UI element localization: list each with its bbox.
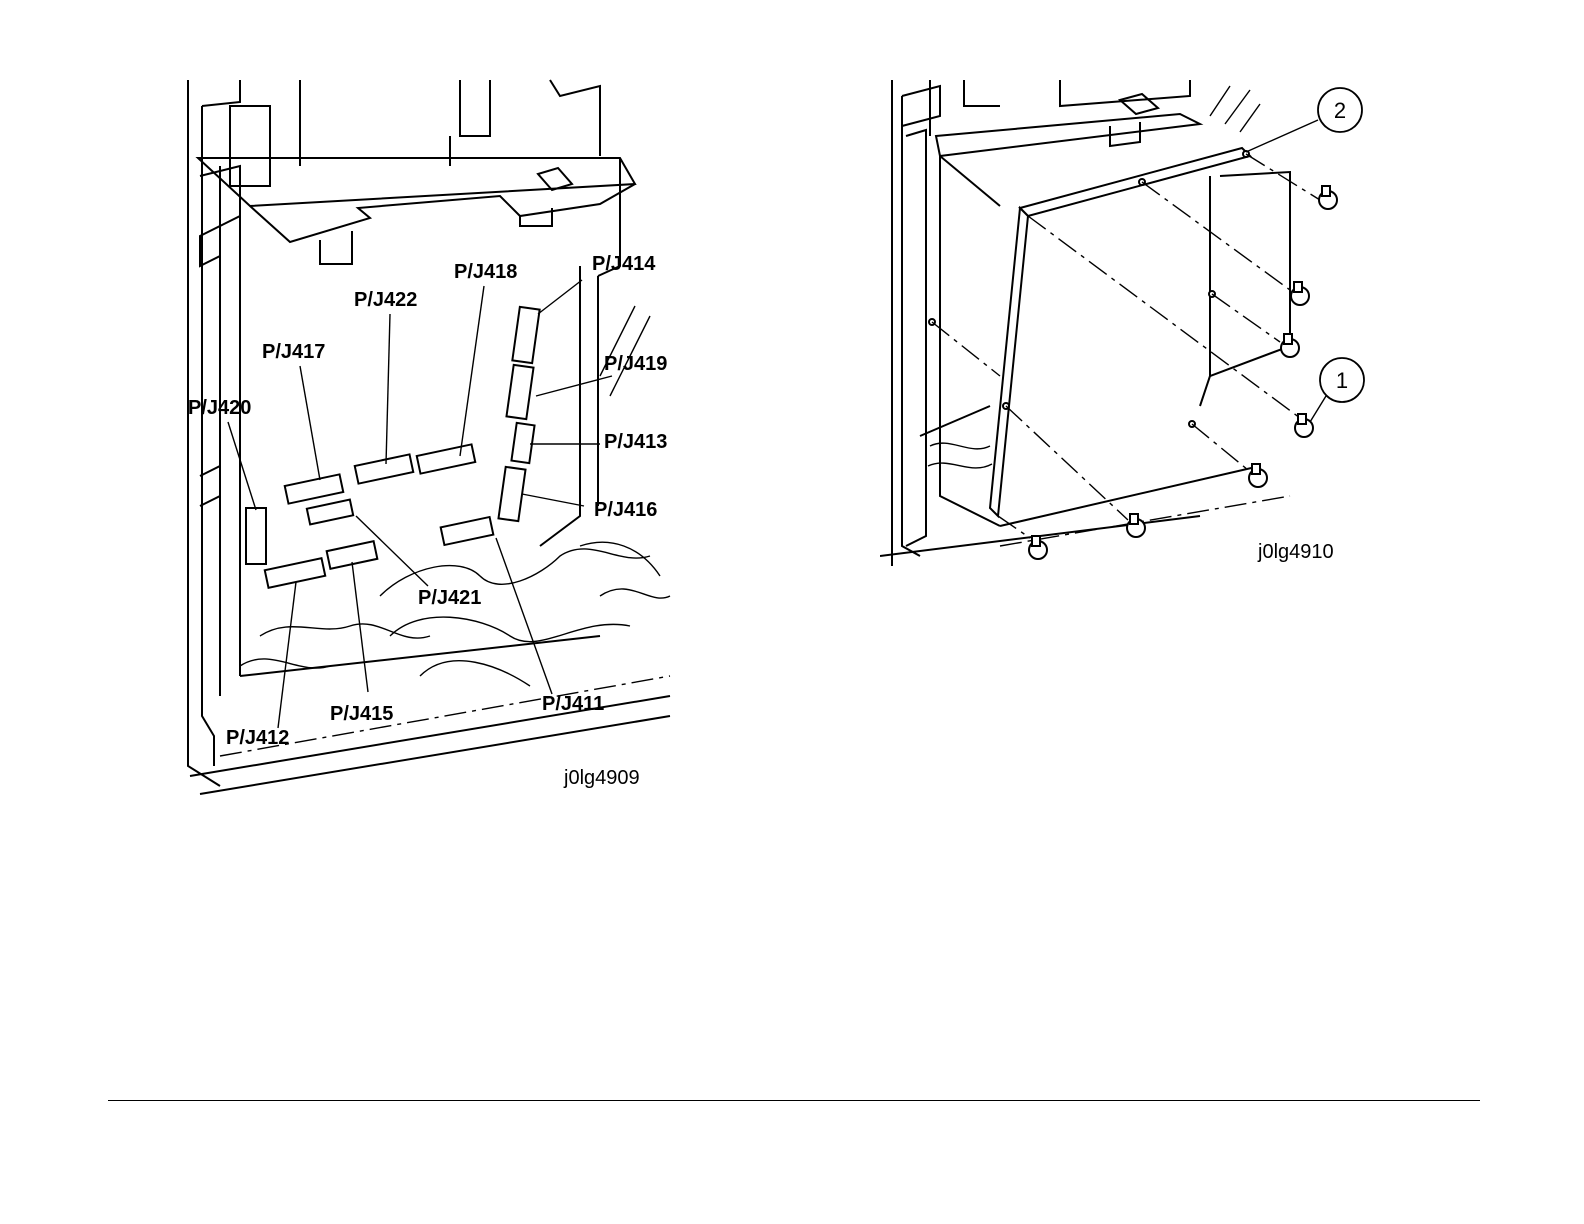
label-pj419: P/J419 bbox=[604, 353, 667, 375]
callout-1: 1 bbox=[1310, 358, 1364, 422]
screw-icon bbox=[1249, 464, 1267, 487]
screw-icon bbox=[1295, 414, 1313, 437]
callout-number-2: 2 bbox=[1334, 98, 1346, 123]
label-pj417: P/J417 bbox=[262, 341, 325, 363]
label-pj414: P/J414 bbox=[592, 253, 656, 275]
label-pj421: P/J421 bbox=[418, 587, 481, 609]
screw-icon bbox=[1281, 334, 1299, 357]
label-pj418: P/J418 bbox=[454, 261, 517, 283]
screw-icon bbox=[1127, 514, 1145, 537]
screw-icon bbox=[1291, 282, 1309, 305]
wire-harness bbox=[928, 443, 992, 468]
label-pj420: P/J420 bbox=[188, 397, 251, 419]
label-pj415: P/J415 bbox=[330, 703, 393, 725]
footer-rule bbox=[108, 1100, 1480, 1101]
label-pj416: P/J416 bbox=[594, 499, 657, 521]
cover-diagram: 2 1 j0lg4910 bbox=[880, 76, 1380, 586]
figure-connector-locations: P/J414 P/J418 P/J422 P/J417 P/J419 P/J42… bbox=[180, 76, 680, 806]
screw-icon bbox=[1029, 536, 1047, 559]
screw-icon bbox=[1319, 186, 1337, 209]
label-pj412: P/J412 bbox=[226, 727, 289, 749]
label-pj413: P/J413 bbox=[604, 431, 667, 453]
figure-id: j0lg4910 bbox=[1257, 541, 1334, 563]
connector-diagram: P/J414 P/J418 P/J422 P/J417 P/J419 P/J42… bbox=[180, 76, 680, 806]
chassis-frame bbox=[188, 80, 670, 794]
figure-cover-removal: 2 1 j0lg4910 bbox=[880, 76, 1380, 586]
callout-2: 2 bbox=[1246, 88, 1362, 152]
label-pj411: P/J411 bbox=[542, 693, 604, 715]
callout-number-1: 1 bbox=[1336, 368, 1348, 393]
figure-id: j0lg4909 bbox=[563, 767, 640, 789]
label-pj422: P/J422 bbox=[354, 289, 417, 311]
